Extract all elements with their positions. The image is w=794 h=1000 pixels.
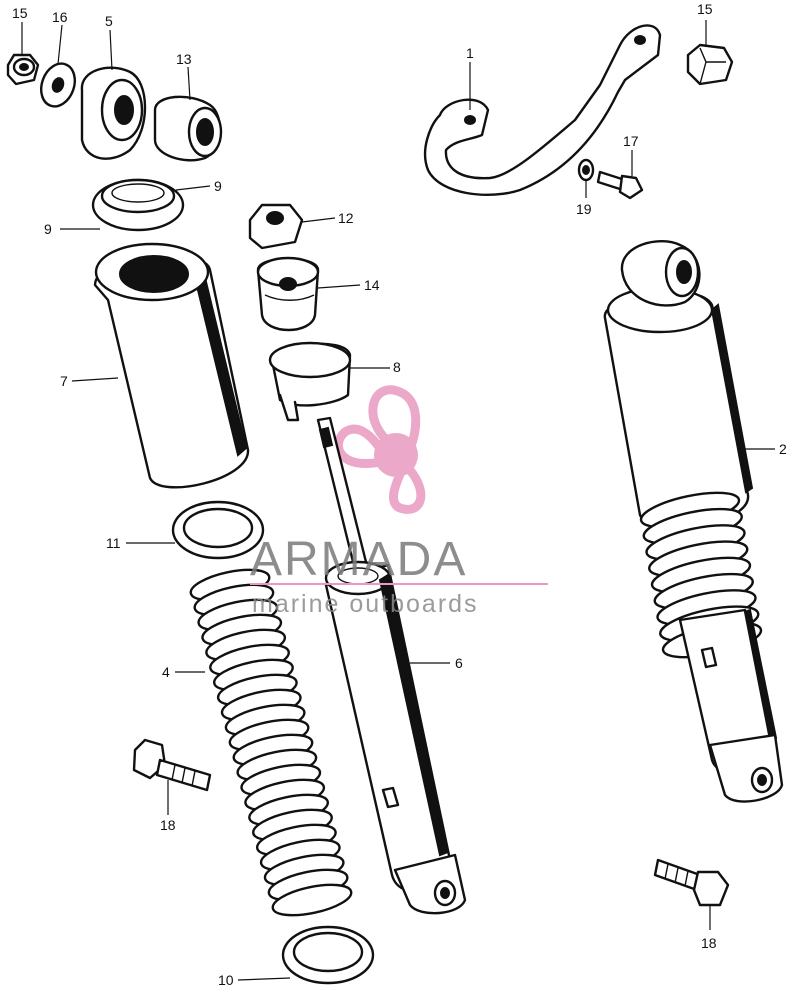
watermark-tagline: marine outboards bbox=[252, 590, 479, 618]
callout-14: 14 bbox=[364, 277, 380, 293]
callout-1: 1 bbox=[466, 45, 474, 61]
callout-4: 4 bbox=[162, 664, 170, 680]
part-12-nut bbox=[248, 203, 304, 250]
leader-lines bbox=[21, 20, 775, 981]
callout-2: 2 bbox=[779, 441, 787, 457]
callout-19: 19 bbox=[576, 201, 592, 217]
part-14-rubber-stopper bbox=[256, 256, 320, 332]
callout-15-left: 15 bbox=[12, 5, 28, 21]
part-19-washer bbox=[577, 158, 595, 182]
part-18-bolt-right bbox=[653, 858, 730, 907]
callout-12: 12 bbox=[338, 210, 354, 226]
callout-5: 5 bbox=[105, 13, 113, 29]
part-15-nut-right bbox=[686, 43, 734, 86]
part-18-bolt-left bbox=[132, 738, 212, 792]
part-11-ring bbox=[171, 500, 265, 560]
propeller-logo bbox=[333, 385, 426, 514]
callout-17: 17 bbox=[623, 133, 639, 149]
part-4-coil-spring bbox=[189, 568, 353, 917]
callout-9-right: 9 bbox=[214, 178, 222, 194]
callout-11: 11 bbox=[106, 535, 121, 551]
part-8-spring-seat-stopper bbox=[268, 341, 352, 422]
part-2-rear-shock-absorber-assembly bbox=[603, 240, 784, 803]
callout-8: 8 bbox=[393, 359, 401, 375]
callout-7: 7 bbox=[60, 373, 68, 389]
callout-15-right: 15 bbox=[697, 1, 713, 17]
part-10-ring bbox=[281, 925, 375, 985]
part-7-spring-cover bbox=[93, 242, 250, 489]
callout-9-left: 9 bbox=[44, 221, 52, 237]
callout-10: 10 bbox=[218, 972, 234, 988]
watermark: ARMADA marine outboards bbox=[250, 533, 548, 618]
part-16-washer bbox=[39, 62, 77, 108]
part-9-spring-seat bbox=[91, 178, 185, 232]
spring-coil bbox=[271, 883, 353, 917]
callout-16: 16 bbox=[52, 9, 68, 25]
part-15-nut-left bbox=[6, 53, 40, 86]
callout-18-right: 18 bbox=[701, 935, 717, 951]
callout-13: 13 bbox=[176, 51, 192, 67]
callout-6: 6 bbox=[455, 655, 463, 671]
part-5-upper-bushing bbox=[80, 66, 147, 160]
watermark-brand: ARMADA bbox=[250, 533, 467, 586]
part-13-rubber-bush bbox=[153, 95, 223, 162]
callout-numbers: 15 16 5 13 9 9 12 14 8 7 11 4 18 6 10 1 … bbox=[12, 1, 787, 988]
part-1-bracket bbox=[423, 24, 662, 196]
part-17-bolt bbox=[596, 170, 644, 200]
part-6-damper-unit bbox=[316, 416, 467, 915]
callout-18-left: 18 bbox=[160, 817, 176, 833]
